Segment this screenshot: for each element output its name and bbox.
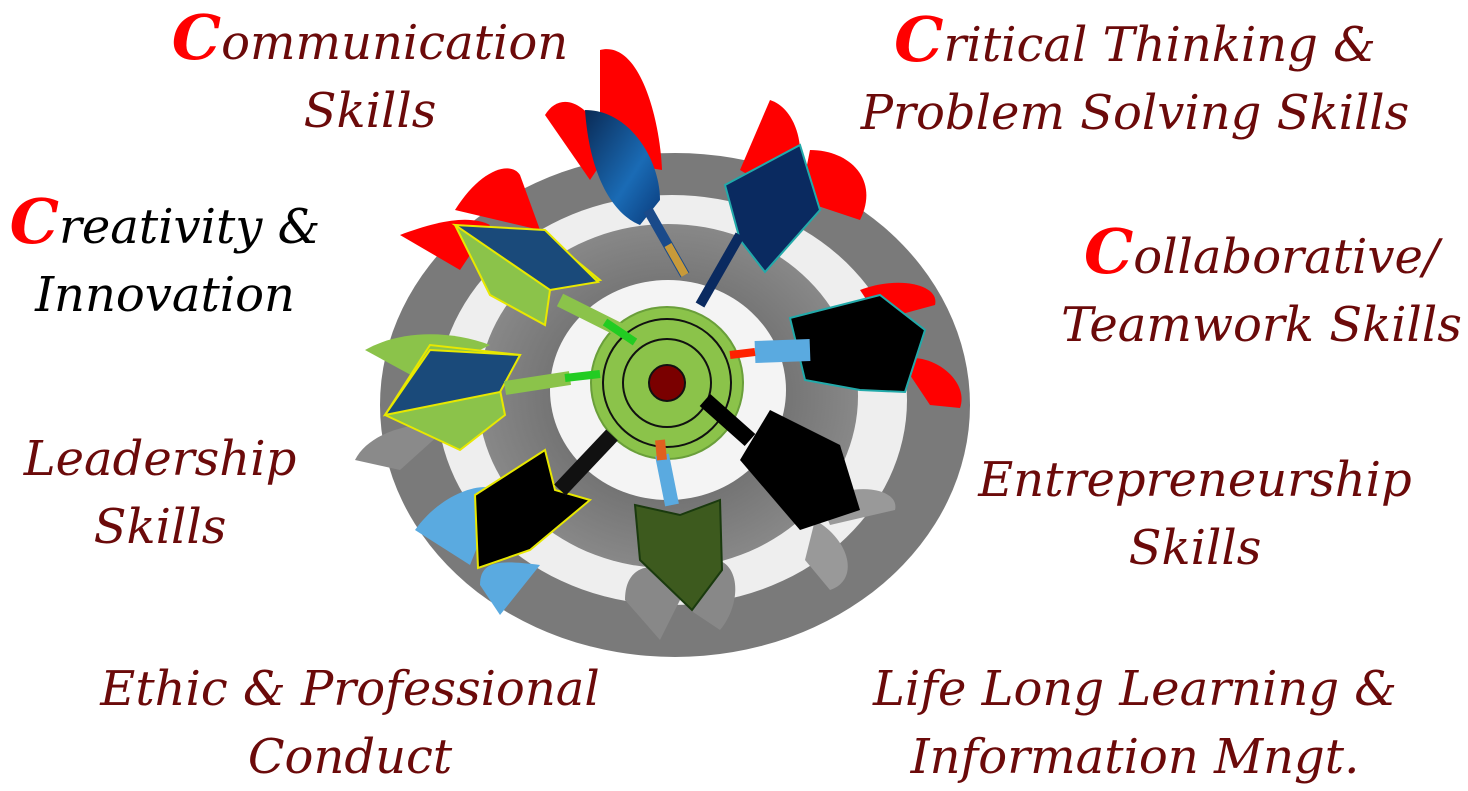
dart-top-blue — [545, 49, 690, 278]
label-initial: C — [894, 3, 944, 76]
label-line: Teamwork Skills — [1061, 297, 1462, 353]
dart-left-green-1 — [400, 168, 638, 346]
label-line: Conduct — [247, 729, 453, 785]
label-line: ritical Thinking & — [943, 17, 1376, 73]
label-line: Skills — [303, 83, 437, 139]
dart-left-green-2 — [355, 334, 601, 470]
label-line: Problem Solving Skills — [860, 85, 1410, 141]
label-lifelong: Life Long Learning & Information Mngt. — [870, 655, 1400, 791]
label-line: Skills — [93, 499, 227, 555]
label-collaborative: Collaborative/ Teamwork Skills — [1055, 218, 1468, 359]
label-line: Entrepreneurship — [978, 452, 1412, 508]
dart-right-black — [729, 282, 962, 408]
dart-bottom-green — [625, 439, 736, 640]
label-line: Innovation — [35, 267, 295, 323]
label-communication: Communication Skills — [160, 4, 580, 145]
label-initial: C — [171, 1, 222, 74]
label-line: reativity & — [58, 199, 321, 255]
label-initial: C — [1083, 215, 1134, 288]
label-line: Life Long Learning & — [872, 661, 1398, 717]
label-creativity: Creativity & Innovation — [5, 188, 325, 329]
label-line: ollaborative/ — [1133, 229, 1440, 285]
bullseye-ring-1 — [602, 318, 732, 448]
label-entrepreneurship: Entrepreneurship Skills — [970, 446, 1420, 582]
label-line: Leadership — [23, 431, 297, 487]
dart-bottom-left-black — [415, 429, 618, 615]
label-line: Ethic & Professional — [100, 661, 600, 717]
bullseye-ring-2 — [622, 338, 712, 428]
bullseye-center — [648, 364, 686, 402]
dart-bottom-right-black — [699, 394, 896, 590]
label-ethic: Ethic & Professional Conduct — [90, 655, 610, 791]
label-line: Information Mngt. — [910, 729, 1360, 785]
label-line: ommunication — [221, 15, 569, 71]
dart-top-right-navy — [695, 100, 867, 308]
label-initial: C — [9, 185, 59, 258]
label-leadership: Leadership Skills — [10, 425, 310, 561]
label-critical-thinking: Critical Thinking & Problem Solving Skil… — [850, 6, 1420, 147]
label-line: Skills — [1128, 520, 1262, 576]
